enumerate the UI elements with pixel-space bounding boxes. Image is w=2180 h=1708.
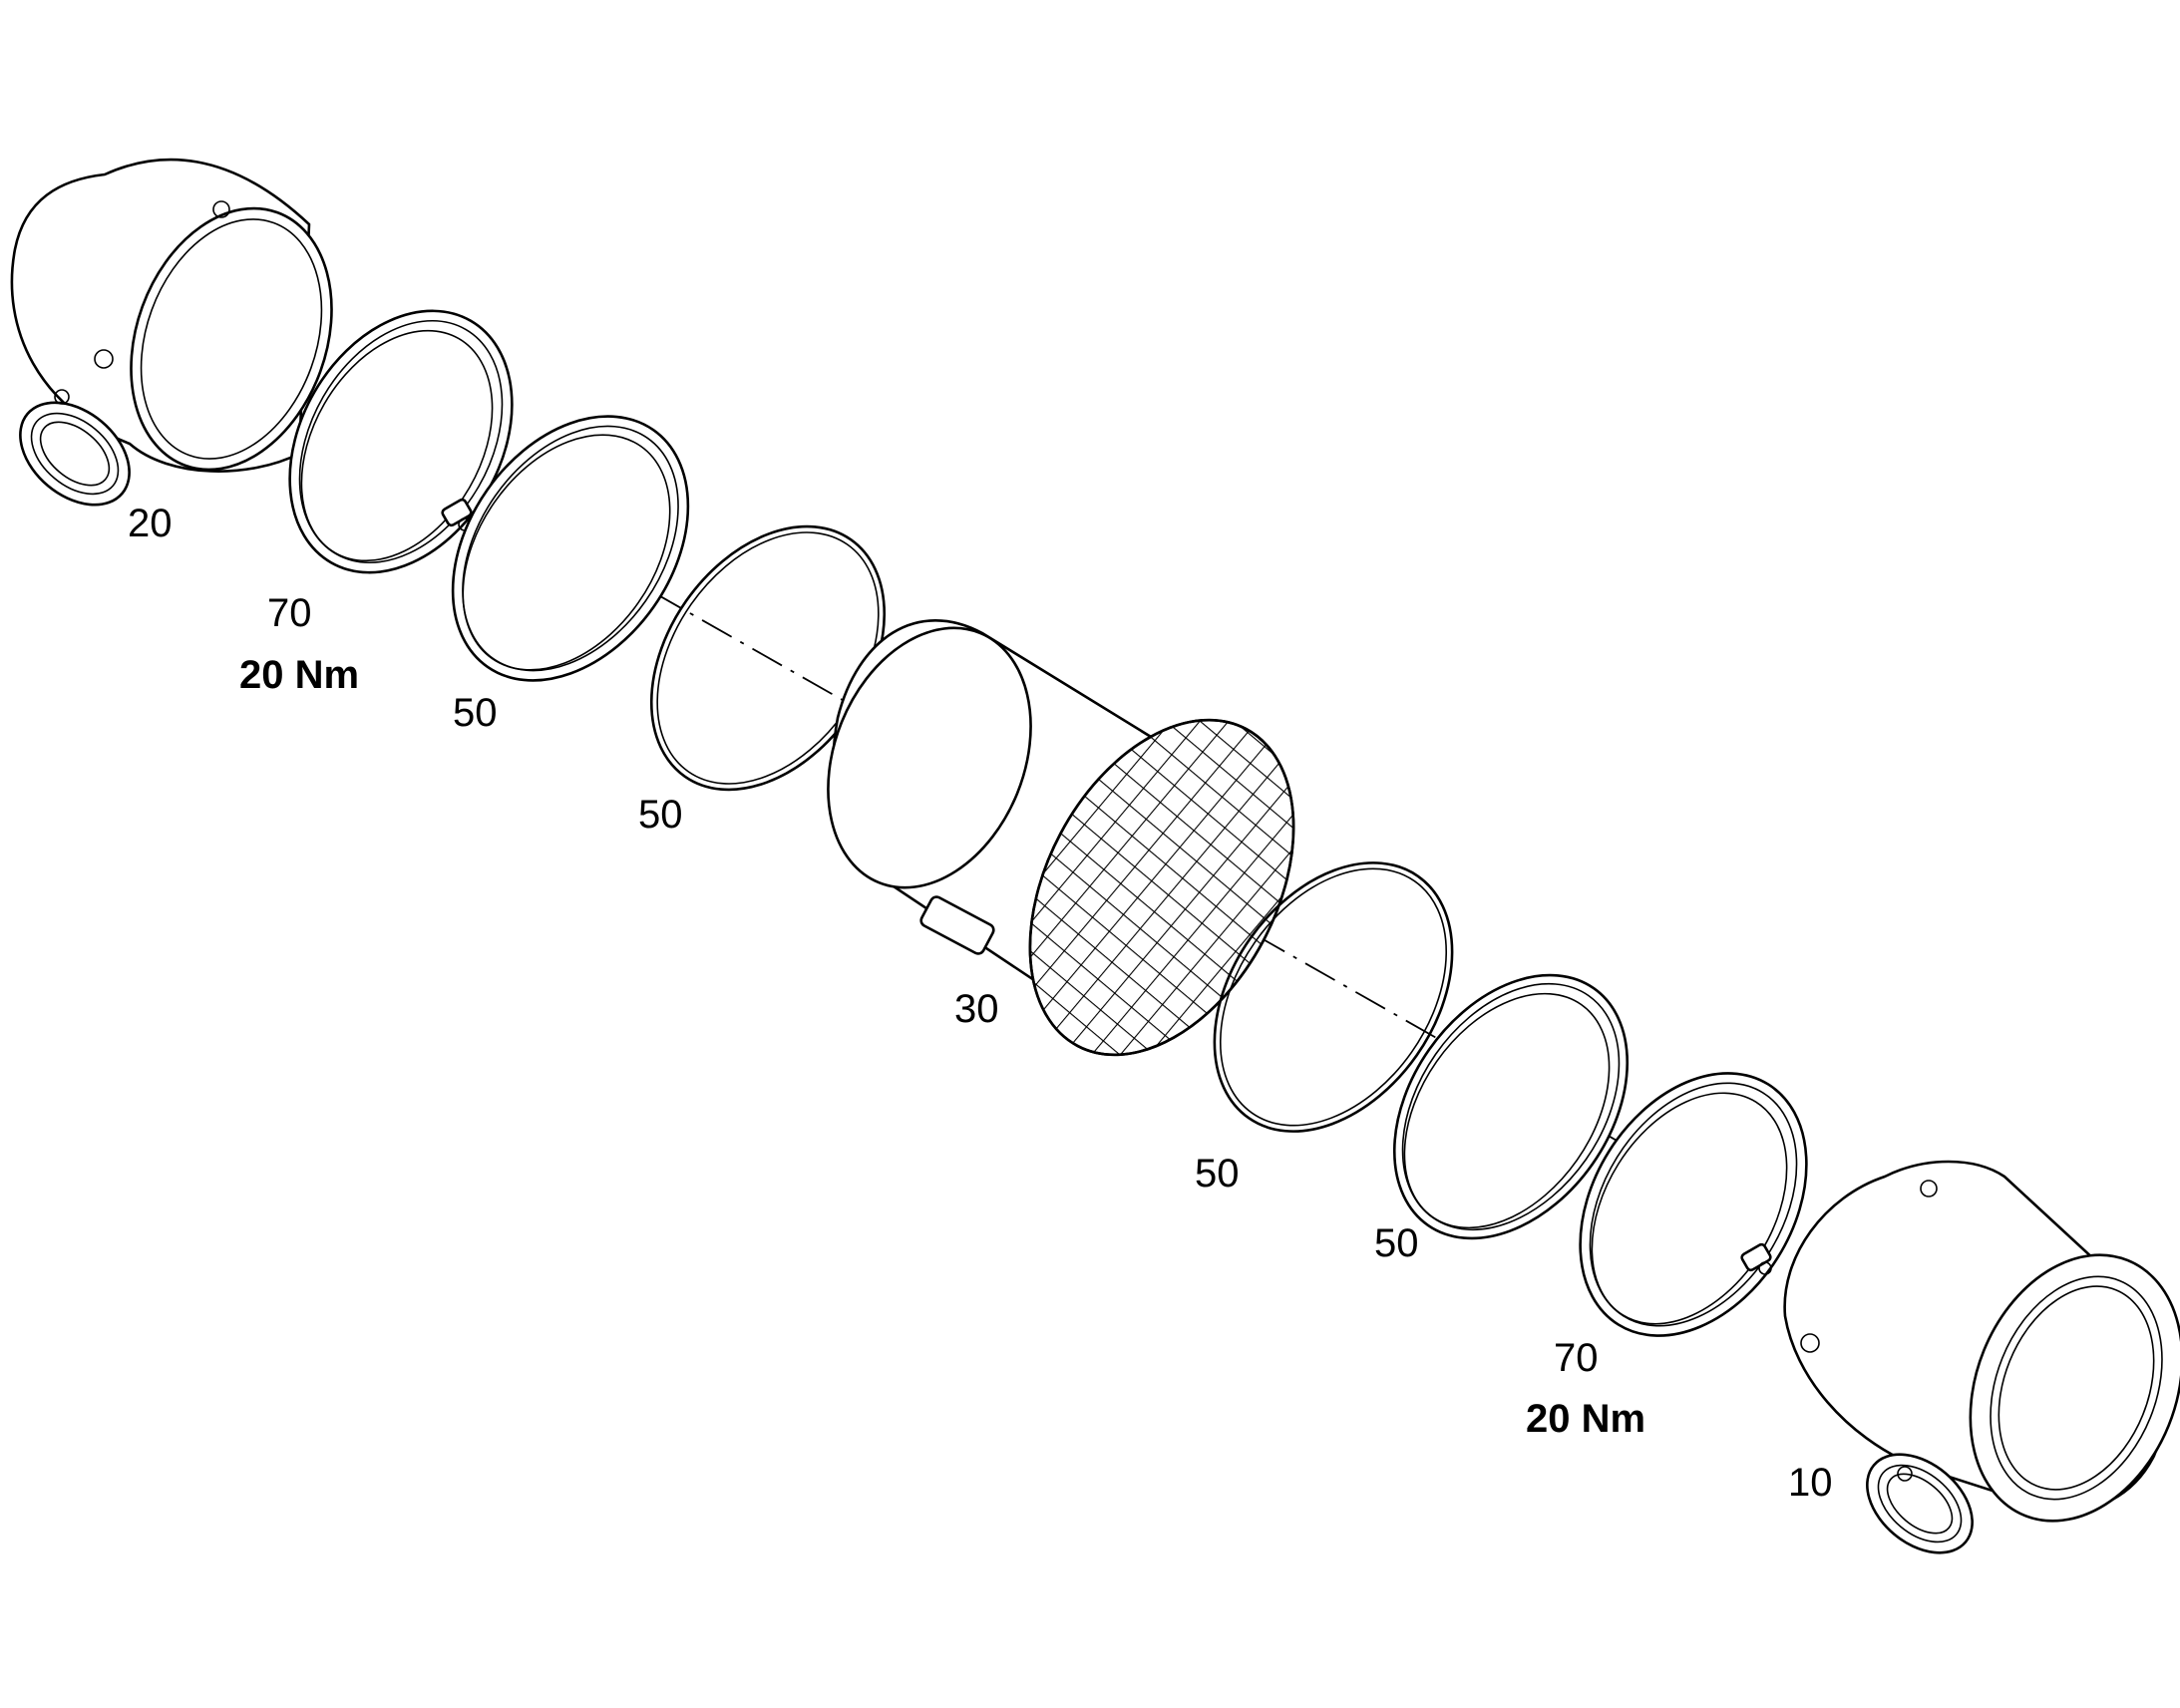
- clamp-top-part: [288, 309, 514, 574]
- seal-ring-bottom-part: [1213, 861, 1454, 1133]
- callout-clamp-bottom: 70: [1554, 1336, 1599, 1380]
- callout-clamp-top: 70: [267, 591, 312, 635]
- clamp-bottom-part: [1579, 1072, 1808, 1337]
- torque-clamp-top: 20 Nm: [239, 653, 360, 697]
- housing-bottom-part: [1783, 1160, 2180, 1554]
- torque-clamp-bottom: 20 Nm: [1526, 1397, 1646, 1441]
- callout-filter: 30: [954, 987, 999, 1031]
- filter-element-part: [827, 618, 1348, 1097]
- seal-outer-bottom-part: [1392, 973, 1630, 1240]
- housing-top-part: [10, 158, 333, 507]
- callout-housing-top: 20: [128, 502, 173, 545]
- seal-outer-top-part: [451, 415, 690, 682]
- callout-seal-outer-bottom: 50: [1374, 1221, 1419, 1265]
- callout-seal-ring-top: 50: [638, 793, 683, 837]
- callout-housing-bottom: 10: [1788, 1461, 1833, 1505]
- callout-seal-ring-bottom: 50: [1195, 1152, 1240, 1196]
- callout-seal-outer-top: 50: [453, 691, 498, 735]
